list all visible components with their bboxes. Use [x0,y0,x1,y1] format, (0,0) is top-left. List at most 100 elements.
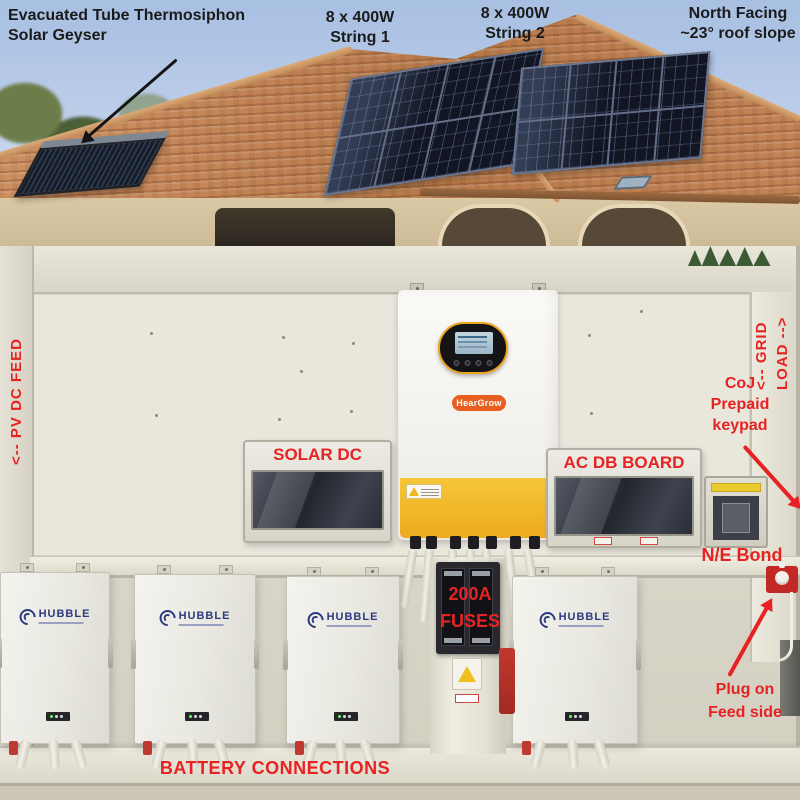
cable-gland [410,536,421,549]
red-socket [766,562,798,593]
load-label: LOAD --> [774,316,791,390]
geyser-label-line1: Evacuated Tube Thermosiphon [8,7,246,24]
battery-mount-tab [156,565,171,574]
keypad-label-strip [711,483,761,492]
inverter-button [475,360,482,366]
coj-label-line1: CoJ [724,375,756,392]
battery-terminal-red [143,741,153,755]
fuses-label: 200A FUSES [434,581,506,635]
solar-dc-label: SOLAR DC [273,445,362,464]
coj-keypad-label: CoJ Prepaid keypad [692,374,788,436]
battery-mount-tab [535,567,550,576]
enclosure-window [554,476,694,536]
hubble-arc-icon [540,612,556,628]
hubble-logo: HUBBLE [540,612,611,628]
battery-mount-tab [600,567,615,576]
warning-triangle-icon [409,487,419,496]
cable-gland [426,536,437,549]
high-voltage-sticker [452,658,482,690]
string2-label-line1: 8 x 400W [480,5,550,22]
battery-handle [254,638,259,669]
coj-label-line2: Prepaid [710,395,770,413]
plug-label-line1: Plug on [715,681,775,698]
plug-label-line2: Feed side [708,704,782,722]
battery-cable [566,738,579,770]
hubble-arc-icon [160,610,176,626]
orientation-label-line1: North Facing [688,5,788,22]
geyser-label: Evacuated Tube Thermosiphon Solar Geyser [8,6,270,47]
cable-gland [468,536,479,549]
cable-gland [510,536,521,549]
hubble-tagline-line [178,623,224,626]
cable-gland [486,536,497,549]
pv-array-string2 [511,51,711,175]
warning-label-sticker [640,537,658,545]
battery-terminal-red [294,741,304,755]
battery-unit-4: HUBBLE [509,567,641,770]
wall-screws [150,332,153,335]
battery-mount-tab [364,567,379,576]
fuse-holder [441,568,465,646]
battery-handle [398,640,403,671]
battery-mount-tab [307,567,322,576]
grid-label: <-- GRID [753,321,770,390]
garage-door [215,208,395,246]
geyser-label-line2: Solar Geyser [8,27,107,45]
cable-gland [450,536,461,549]
plug-feed-label: Plug on Feed side [682,678,800,724]
panel-divider [338,106,529,140]
battery-terminal-red [521,741,531,755]
hubble-logo: HUBBLE [308,612,379,628]
string1-label-line2: String 1 [330,29,390,47]
orientation-label-line2: ~23° roof slope [680,25,796,43]
warning-label-sticker [594,537,612,545]
battery-indicator [46,711,71,721]
coj-label-line3: keypad [712,416,768,434]
ne-bond-label: N/E Bond [701,545,783,565]
plug-cable [777,592,793,662]
prepaid-keypad-enclosure [704,476,768,548]
battery-handle [0,637,2,668]
inverter-button [453,360,460,366]
string2-label: 8 x 400W String 2 [448,4,582,45]
battery-indicator [185,712,210,722]
fuses-label-line1: 200A [448,584,492,604]
ac-db-label: AC DB BOARD [563,453,685,472]
inverter-display [438,322,508,374]
battery-handle [283,640,288,671]
battery-cable [47,738,60,770]
pv-dc-feed-label: <-- PV DC FEED [8,338,25,465]
string2-label-line2: String 2 [485,25,545,43]
caution-sticker [406,484,442,499]
battery-unit-3: HUBBLE [283,567,403,770]
battery-unit-2: HUBBLE [131,565,259,770]
orientation-label: North Facing ~23° roof slope [672,4,800,45]
fuse-holder [469,568,493,646]
floor-strip [0,786,800,800]
inverter-button [464,360,471,366]
hubble-brand-text: HUBBLE [178,609,231,622]
cable-tray [0,746,800,786]
hubble-tagline-line [326,625,372,628]
hubble-brand-text: HUBBLE [326,611,379,624]
cable-gland [529,536,540,549]
enclosure-window [251,470,384,530]
battery-handle [636,640,641,671]
inverter-lcd-screen [455,332,493,354]
keypad-window [713,496,759,540]
battery-mount-tab [219,565,234,574]
hubble-logo: HUBBLE [20,609,91,625]
hubble-tagline-line [38,622,84,625]
warning-triangle-icon [458,666,476,682]
hubble-tagline-line [558,625,604,628]
battery-connections-label: BATTERY CONNECTIONS [159,758,391,778]
string1-label-line1: 8 x 400W [325,9,395,26]
arch-window [438,204,550,246]
warning-label-sticker [455,694,479,703]
hubble-logo: HUBBLE [160,610,231,626]
solar-dc-enclosure: SOLAR DC [243,440,392,543]
inverter-buttons [453,360,493,366]
battery-indicator [334,712,359,722]
hubble-arc-icon [308,612,324,628]
